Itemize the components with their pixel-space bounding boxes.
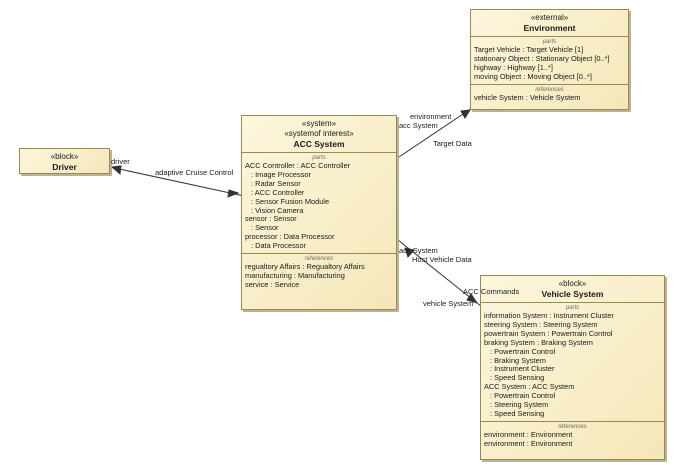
env-part-item: Target Vehicle : Target Vehicle [1] xyxy=(474,45,584,54)
veh-part-item: powertrain System : Powertrain Control xyxy=(484,328,613,338)
acc-part-item: : Sensor xyxy=(251,223,279,233)
env-assoc-label: Target Data xyxy=(433,139,472,148)
veh-part-item: : Speed Sensing xyxy=(490,408,545,418)
veh-cmd-label: ACC Commands xyxy=(463,287,520,296)
veh-part-item: : Braking System xyxy=(490,355,546,365)
acc-part-item: processor : Data Processor xyxy=(245,232,335,242)
env-part-item: moving Object : Moving Object [0..*] xyxy=(474,71,592,81)
acc-ref-item: regualtory Affairs : Regualtory Affairs xyxy=(245,262,365,272)
driver-arrowhead xyxy=(110,165,122,175)
acc-ref-item: service : Service xyxy=(245,279,300,289)
driver-acc-connector xyxy=(109,166,245,197)
driver-assoc-label: adaptive Cruise Control xyxy=(155,168,234,177)
acc-part-item: ACC Controller : ACC Controller xyxy=(245,161,351,170)
veh-ref-title: references xyxy=(558,423,587,430)
acc-part-item: : ACC Controller xyxy=(251,187,305,197)
veh-part-item: ACC System : ACC System xyxy=(484,382,575,392)
env-part-title: parts xyxy=(542,39,557,45)
acc-ref-item: manufacturing : Manufacturing xyxy=(245,270,345,280)
acc-name: ACC System xyxy=(293,139,345,149)
env-acc-connector xyxy=(395,107,473,160)
env-arrowhead xyxy=(460,109,471,119)
env-name: Environment xyxy=(523,23,576,33)
driver-role-label: driver xyxy=(111,157,130,166)
veh-stereotype: «block» xyxy=(558,279,587,288)
driver-stereotype: «block» xyxy=(50,152,79,161)
env-ref-item: vehicle System : Vehicle System xyxy=(474,92,581,102)
veh-part-item: : Instrument Cluster xyxy=(490,364,555,374)
veh-part-item: : Speed Sensing xyxy=(490,373,545,383)
env-part-item: stationary Object : Stationary Object [0… xyxy=(474,53,610,63)
acc-part-item: : Image Processor xyxy=(251,169,311,179)
acc-part-item: : Vision Camera xyxy=(251,205,304,215)
acc-left-arrowhead xyxy=(227,189,240,198)
acc-stereotype-soi: «systemof interest» xyxy=(284,129,354,138)
veh-part-item: information System : Instrument Cluster xyxy=(484,311,614,320)
acc-part-item: : Radar Sensor xyxy=(251,178,301,188)
veh-part-item: : Powertrain Control xyxy=(490,346,556,356)
env-role-label: environment xyxy=(410,112,452,121)
veh-part-title: parts xyxy=(565,305,580,311)
acc-bottom-arrowhead xyxy=(404,247,415,258)
driver-block[interactable]: «block» Driver xyxy=(19,148,110,174)
env-part-item: highway : Highway [1..*] xyxy=(474,62,553,72)
acc-part-title: parts xyxy=(312,155,326,161)
veh-arrowhead xyxy=(466,293,479,304)
acc-stereotype-system: «system» xyxy=(301,119,337,128)
veh-part-item: steering System : Steering System xyxy=(484,319,598,329)
veh-part-item: : Powertrain Control xyxy=(490,391,556,401)
acc-part-item: sensor : Sensor xyxy=(245,214,297,224)
veh-part-item: : Steering System xyxy=(490,400,549,410)
veh-part-item: braking System : Braking System xyxy=(484,337,593,347)
veh-ref-item: environment : Environment xyxy=(484,429,573,439)
veh-assoc-label: Host Vehicle Data xyxy=(412,255,472,264)
env-acc-role-label: acc System xyxy=(399,121,438,130)
veh-role-label: vehicle System xyxy=(423,299,474,308)
acc-ref-title: references xyxy=(304,256,334,263)
acc-part-item: : Sensor Fusion Module xyxy=(251,196,330,206)
env-stereotype: «external» xyxy=(530,13,569,22)
veh-acc-role-label: acc System xyxy=(399,246,438,255)
veh-ref-item: environment : Environment xyxy=(484,438,573,448)
acc-system-block[interactable]: «system» «systemof interest» ACC System … xyxy=(241,115,397,310)
driver-name: Driver xyxy=(52,162,77,172)
env-ref-title: references xyxy=(535,86,564,93)
veh-name: Vehicle System xyxy=(541,289,604,299)
acc-part-item: : Data Processor xyxy=(251,241,307,251)
